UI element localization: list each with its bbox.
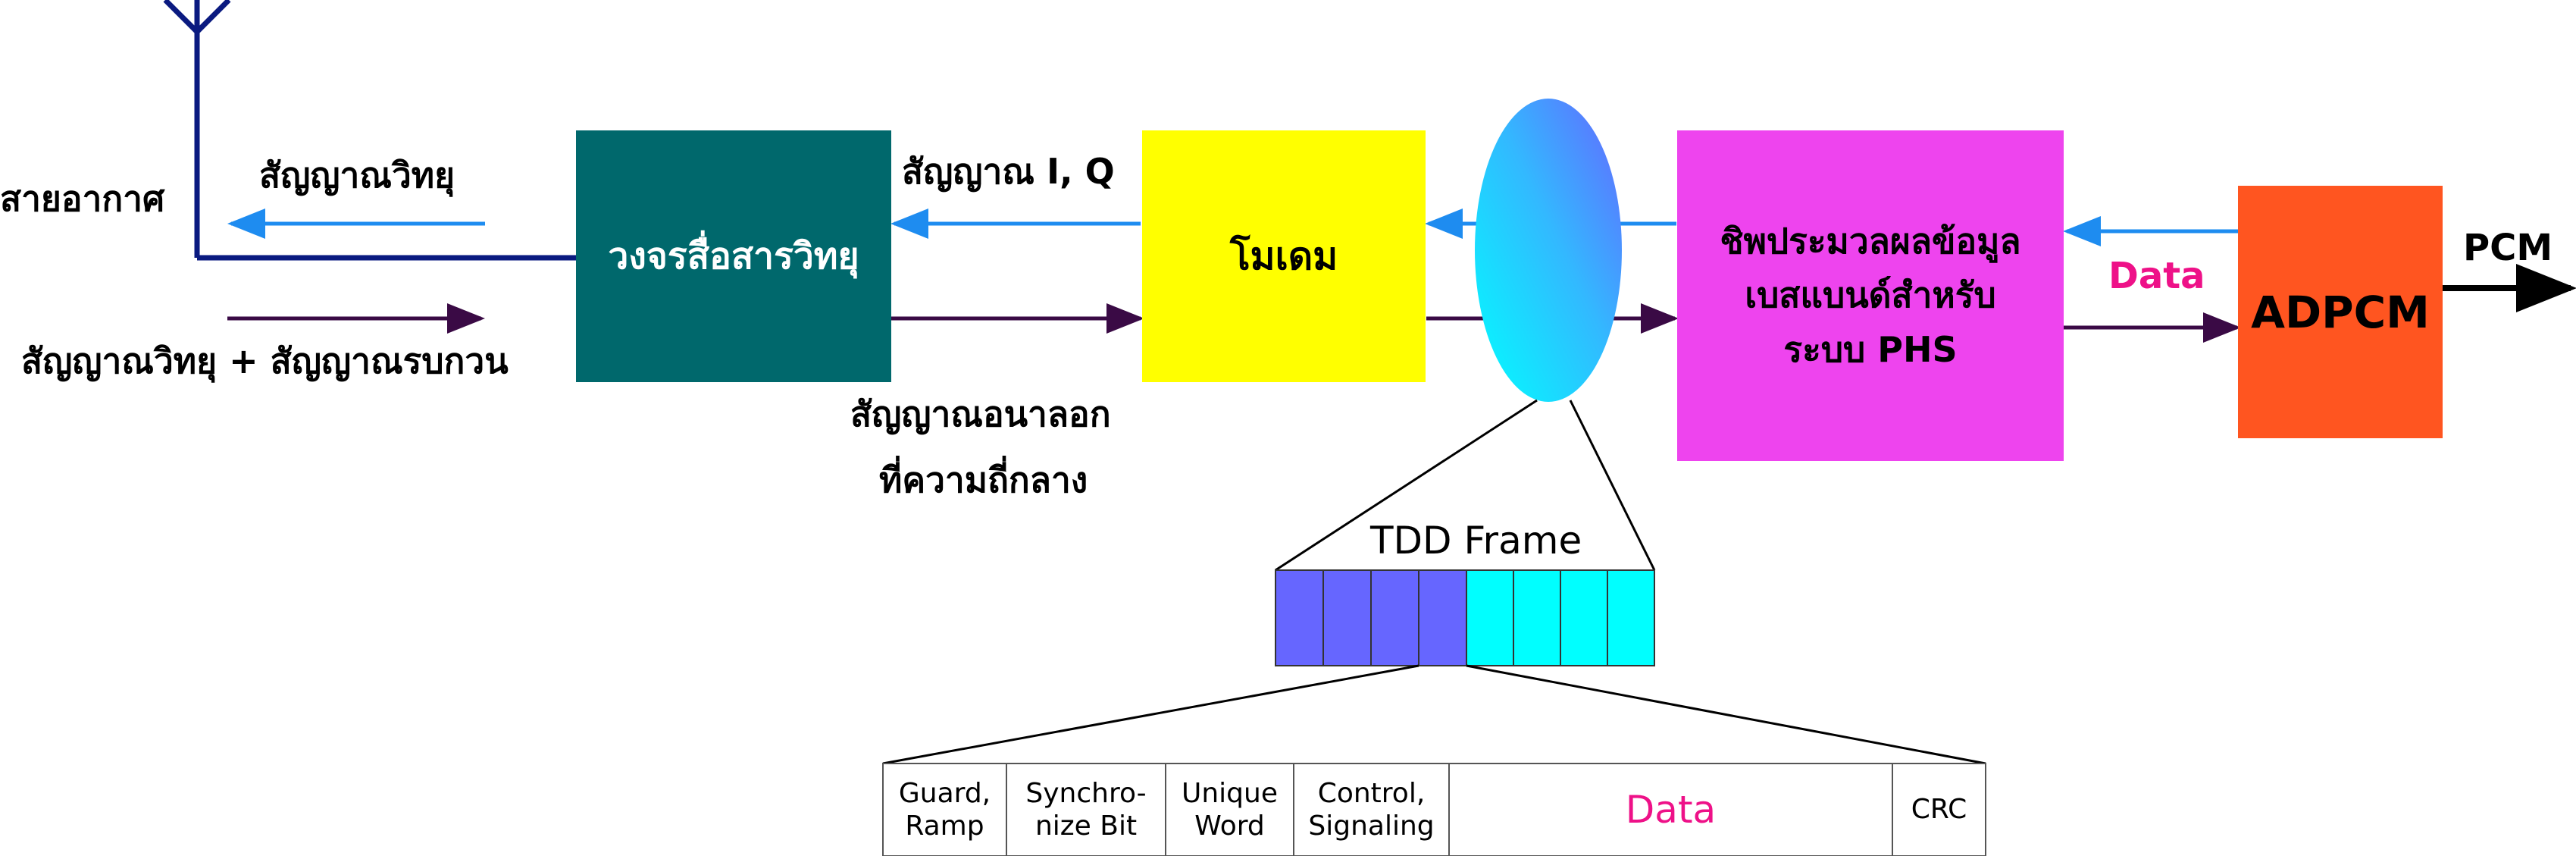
- baseband-label-line3: ระบบ PHS: [1783, 328, 1958, 370]
- radio-signal-label: สัญญาณวิทยุ: [259, 155, 455, 196]
- baseband-label-line2: เบสแบนด์สำหรับ: [1745, 274, 1996, 316]
- antenna-icon: [163, 0, 576, 261]
- tdd-slot-1: [1275, 569, 1324, 666]
- tdd-slot-4: [1418, 569, 1467, 666]
- adpcm-label: ADPCM: [2251, 286, 2430, 338]
- slot-field-synchronize-bit: Synchro- nize Bit: [1025, 777, 1147, 842]
- tdd-slot-6: [1513, 569, 1561, 666]
- slot-field-data: Data: [1625, 788, 1717, 832]
- tdd-slot-7: [1560, 569, 1608, 666]
- antenna-label: สายอากาศ: [0, 178, 165, 219]
- zoom-line-right: [1569, 400, 1656, 571]
- modem-block: โมเดม: [1142, 130, 1426, 382]
- baseband-chip-block: ชิพประมวลผลข้อมูล เบสแบนด์สำหรับ ระบบ PH…: [1677, 130, 2064, 461]
- analog-if-label-line1: สัญญาณอนาลอก: [850, 394, 1111, 434]
- tdd-slot-3: [1370, 569, 1419, 666]
- slot-field-crc: CRC: [1911, 794, 1967, 826]
- tdd-slot-5: [1466, 569, 1514, 666]
- slot-field-guard-ramp: Guard, Ramp: [898, 777, 991, 842]
- data-label: Data: [2108, 255, 2205, 297]
- pcm-label: PCM: [2463, 227, 2553, 269]
- radio-plus-interference-label: สัญญาณวิทยุ + สัญญาณรบกวน: [21, 340, 509, 381]
- tdd-slot-2: [1322, 569, 1372, 666]
- tdd-frame: [1275, 569, 1655, 666]
- iq-signal-label: สัญญาณ I, Q: [902, 151, 1115, 192]
- zoom-line-left: [1275, 399, 1538, 572]
- tdd-slot-8: [1607, 569, 1655, 666]
- analog-if-label-line2: ที่ความถี่กลาง: [879, 459, 1088, 500]
- slot-fields-outline: [882, 763, 1986, 856]
- adpcm-block: ADPCM: [2238, 186, 2443, 438]
- expand-line-right: [1466, 664, 1986, 765]
- modem-label: โมเดม: [1229, 234, 1338, 278]
- air-interface-ellipse: [1475, 99, 1622, 402]
- expand-line-left: [882, 664, 1419, 765]
- baseband-label-line1: ชิพประมวลผลข้อมูล: [1720, 221, 2021, 262]
- radio-circuit-label: วงจรสื่อสารวิทยุ: [608, 235, 859, 277]
- radio-circuit-block: วงจรสื่อสารวิทยุ: [576, 130, 891, 382]
- tdd-frame-label: TDD Frame: [1370, 519, 1582, 563]
- slot-field-unique-word: Unique Word: [1182, 777, 1278, 842]
- slot-field-control-signaling: Control, Signaling: [1308, 777, 1435, 842]
